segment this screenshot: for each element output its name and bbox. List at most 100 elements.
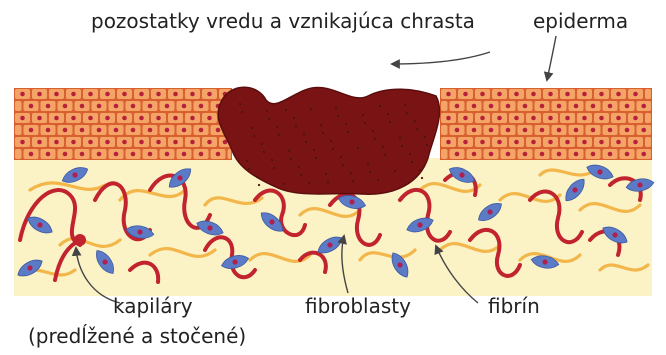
cell-nucleus [71,116,76,121]
scab-texture [347,131,349,133]
cell-nucleus [633,92,638,97]
scab-texture [372,130,374,132]
epidermis-left [14,88,232,160]
epidermis-cell [441,125,448,135]
scab-texture [313,149,315,151]
cell-nucleus [165,104,170,109]
label-fibrin: fibrín [488,294,540,318]
scab-texture [406,112,408,114]
cell-nucleus [574,128,579,133]
scab-texture [300,174,302,176]
scab-texture [377,179,379,181]
scab-texture [357,147,359,149]
scab-texture [290,158,292,160]
cell-nucleus [88,140,93,145]
scab-texture [337,115,339,117]
cell-nucleus [80,128,85,133]
label-capillaries: kapiláry [113,294,193,318]
scab-texture [325,173,327,175]
cell-nucleus [625,152,630,157]
cell-nucleus [548,116,553,121]
label-capillaries-note: (predĺžené a stočené) [28,324,246,348]
cell-nucleus [540,128,545,133]
cell-nucleus [71,92,76,97]
scab-texture [419,169,421,171]
epidermis-cell [15,125,22,135]
cell-nucleus [46,128,51,133]
scab-texture [327,181,329,183]
cell-nucleus [506,128,511,133]
cell-nucleus [472,104,477,109]
cell-nucleus [207,140,212,145]
cell-nucleus [46,152,51,157]
scab-texture [320,124,322,126]
scab-texture [268,118,270,120]
cell-nucleus [455,104,460,109]
cell-nucleus [489,104,494,109]
cell-nucleus [54,140,59,145]
cell-nucleus [523,128,528,133]
cell-nucleus [199,152,204,157]
cell-nucleus [97,104,102,109]
scab-texture [362,114,364,116]
cell-nucleus [173,92,178,97]
cell-nucleus [557,128,562,133]
epidermis-cell [15,101,22,111]
cell-nucleus [156,140,161,145]
cell-nucleus [548,92,553,97]
cell-nucleus [63,104,68,109]
cell-nucleus [173,140,178,145]
cell-nucleus [489,128,494,133]
scab-texture [293,117,295,119]
cell-nucleus [37,92,42,97]
cell-nucleus [531,116,536,121]
cell-nucleus [497,116,502,121]
cell-nucleus [88,116,93,121]
scab-texture [263,151,265,153]
cell-nucleus [148,104,153,109]
cell-nucleus [46,104,51,109]
epidermis-cell [645,89,651,99]
scab-texture [416,128,418,130]
scab-texture [308,182,310,184]
scab-texture [367,163,369,165]
cell-nucleus [139,140,144,145]
cell-nucleus [514,116,519,121]
cell-nucleus [29,128,34,133]
label-pointer [547,36,556,80]
cell-nucleus [506,152,511,157]
cell-nucleus [190,140,195,145]
scab-texture [256,176,258,178]
scab-texture [424,136,426,138]
cell-nucleus [199,104,204,109]
cell-nucleus [582,140,587,145]
cell-nucleus [641,128,646,133]
cell-nucleus [480,92,485,97]
cell-nucleus [131,152,136,157]
cell-nucleus [37,140,42,145]
cell-nucleus [599,116,604,121]
cell-nucleus [29,104,34,109]
cell-nucleus [455,128,460,133]
epidermis-cell [645,113,651,123]
scab-texture [345,123,347,125]
scab-texture [369,171,371,173]
scab-texture [273,167,275,169]
cell-nucleus [63,128,68,133]
cell-nucleus [514,92,519,97]
cell-nucleus [480,116,485,121]
scab-texture [253,135,255,137]
cell-nucleus [71,140,76,145]
cell-nucleus [523,104,528,109]
cell-nucleus [574,104,579,109]
scab-texture [342,164,344,166]
scab-texture [374,138,376,140]
cell-nucleus [540,104,545,109]
scab-texture [246,160,248,162]
cell-nucleus [20,92,25,97]
scab-texture [266,110,268,112]
epidermis-cell [15,149,22,159]
scab-texture [426,144,428,146]
cell-nucleus [122,116,127,121]
scab-texture [332,148,334,150]
